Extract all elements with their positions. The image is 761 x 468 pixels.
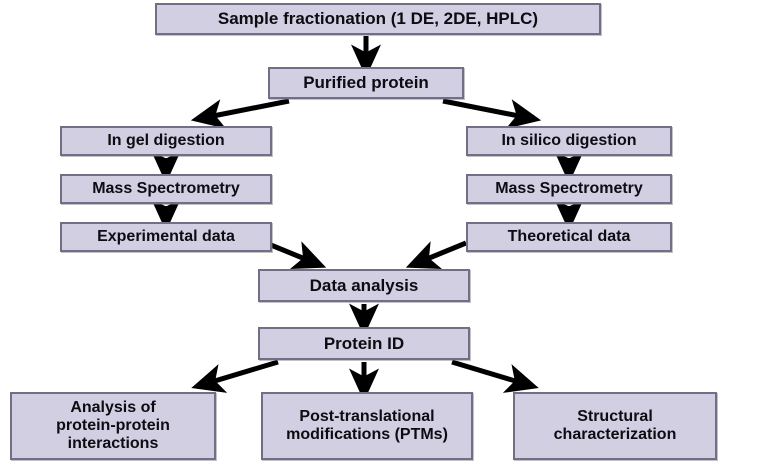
node-protein-id: Protein ID	[258, 327, 470, 360]
node-sample-fractionation: Sample fractionation (1 DE, 2DE, HPLC)	[155, 3, 601, 35]
node-post-translational-modifications: Post-translational modifications (PTMs)	[261, 392, 473, 460]
node-label-mass-spectrometry-right: Mass Spectrometry	[495, 180, 643, 198]
arrow-purified-to-ingel	[190, 98, 290, 129]
node-label-sample-fractionation: Sample fractionation (1 DE, 2DE, HPLC)	[217, 9, 539, 29]
arrow-experimental-to-data-analysis	[265, 240, 327, 270]
node-mass-spectrometry-right: Mass Spectrometry	[466, 174, 672, 204]
node-label-protein-id: Protein ID	[323, 333, 405, 353]
node-structural-characterization: Structural characterization	[513, 392, 717, 460]
node-label-purified-protein: Purified protein	[303, 73, 429, 93]
node-data-analysis: Data analysis	[258, 269, 470, 302]
node-label-structural-characterization: Structural characterization	[553, 408, 677, 443]
node-label-post-translational-modifications: Post-translational modifications (PTMs)	[286, 408, 448, 443]
node-label-in-silico-digestion: In silico digestion	[501, 132, 637, 150]
node-label-protein-protein-interactions: Analysis of protein-protein interactions	[56, 399, 170, 452]
node-experimental-data: Experimental data	[60, 222, 272, 252]
node-label-theoretical-data: Theoretical data	[507, 228, 631, 246]
node-in-gel-digestion: In gel digestion	[60, 126, 272, 156]
node-protein-protein-interactions: Analysis of protein-protein interactions	[10, 392, 216, 460]
node-label-mass-spectrometry-left: Mass Spectrometry	[92, 180, 240, 198]
node-label-experimental-data: Experimental data	[97, 228, 235, 246]
arrow-protein-id-to-ppi	[191, 359, 279, 393]
node-mass-spectrometry-left: Mass Spectrometry	[60, 174, 272, 204]
node-in-silico-digestion: In silico digestion	[466, 126, 672, 156]
node-purified-protein: Purified protein	[268, 67, 464, 99]
arrow-theoretical-to-data-analysis	[405, 240, 467, 270]
node-label-in-gel-digestion: In gel digestion	[107, 132, 225, 150]
arrow-protein-id-to-structural	[451, 359, 539, 393]
node-theoretical-data: Theoretical data	[466, 222, 672, 252]
node-label-data-analysis: Data analysis	[309, 275, 419, 295]
arrow-purified-to-insilico	[442, 98, 542, 129]
